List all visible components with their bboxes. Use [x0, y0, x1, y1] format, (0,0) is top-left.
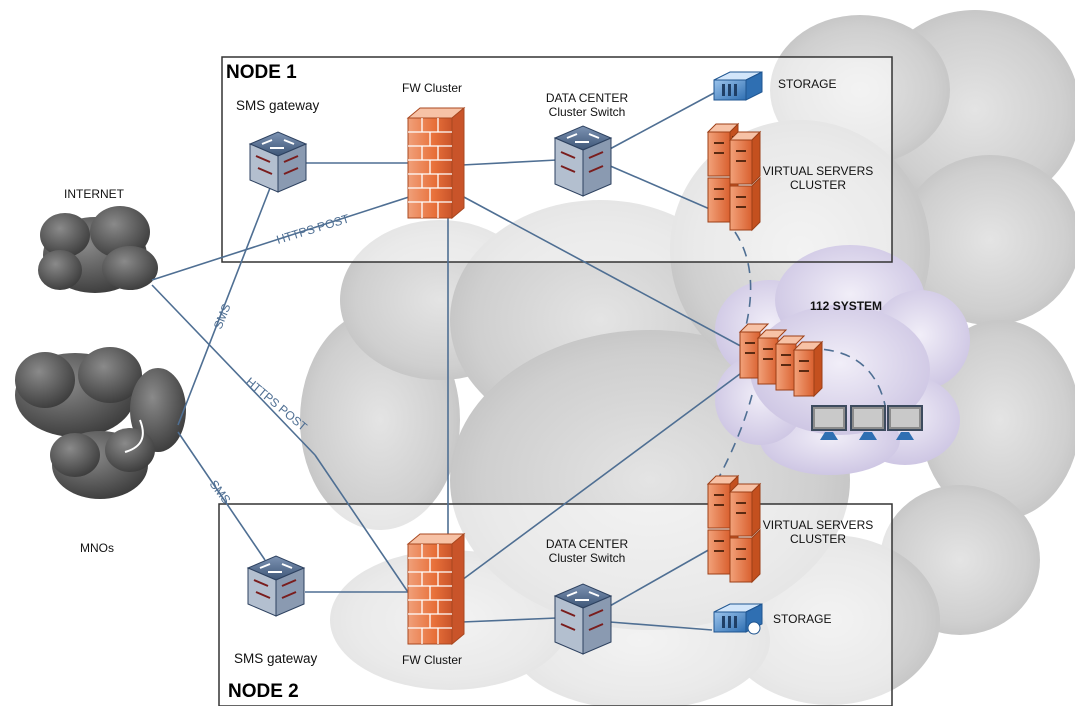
workstation-monitors-icon: [811, 405, 923, 440]
node2-vs-label-line1: VIRTUAL SERVERS: [762, 518, 874, 532]
node1-title: NODE 1: [226, 62, 297, 83]
system-label: 112 SYSTEM: [810, 299, 883, 313]
node1-sms-gateway-label: SMS gateway: [236, 98, 320, 113]
node1-box: [221, 56, 893, 263]
mnos-label: MNOs: [80, 541, 114, 555]
datacenter-switch-2-icon: [553, 583, 613, 655]
link-label-sms-2: SMS: [207, 477, 234, 506]
node2-box: [218, 503, 893, 706]
node1-switch-label: DATA CENTER Cluster Switch: [532, 91, 642, 120]
link-label-https-post-2: HTTPS POST: [243, 375, 310, 435]
node1-virtual-servers-label: VIRTUAL SERVERS CLUSTER: [758, 164, 878, 193]
node1-vs-label-line2: CLUSTER: [789, 177, 846, 192]
storage-1-icon: [713, 71, 763, 101]
node2-switch-label-line2: Cluster Switch: [548, 550, 626, 565]
node2-virtual-servers-label: VIRTUAL SERVERS CLUSTER: [758, 518, 878, 547]
internet-cloud: [38, 206, 158, 293]
firewall-1-icon: [406, 106, 466, 220]
link-label-sms-1: SMS: [211, 302, 234, 331]
node1-storage-label: STORAGE: [778, 77, 837, 91]
virtual-servers-1-icon: [706, 122, 762, 232]
storage-2-icon: [713, 603, 763, 635]
connection-lines: [151, 92, 749, 631]
datacenter-switch-1-icon: [553, 125, 613, 197]
node2-title: NODE 2: [228, 681, 299, 702]
node2-sms-gateway-label: SMS gateway: [234, 651, 318, 666]
node2-fw-cluster-label: FW Cluster: [402, 653, 462, 667]
mno-clouds: [15, 347, 186, 499]
sms-gateway-1-icon: [248, 131, 308, 193]
node2-vs-label-line2: CLUSTER: [789, 531, 846, 546]
firewall-2-icon: [406, 532, 466, 646]
virtual-servers-2-icon: [706, 474, 762, 584]
sms-gateway-2-icon: [246, 555, 306, 617]
node2-storage-label: STORAGE: [773, 612, 832, 626]
system-servers-icon: [738, 323, 824, 398]
node2-switch-label: DATA CENTER Cluster Switch: [532, 537, 642, 566]
node1-switch-label-line1: DATA CENTER: [545, 91, 629, 105]
node1-fw-cluster-label: FW Cluster: [402, 81, 462, 95]
internet-label: INTERNET: [64, 187, 124, 201]
node1-vs-label-line1: VIRTUAL SERVERS: [762, 164, 874, 178]
node1-switch-label-line2: Cluster Switch: [548, 104, 626, 119]
node2-switch-label-line1: DATA CENTER: [545, 537, 629, 551]
